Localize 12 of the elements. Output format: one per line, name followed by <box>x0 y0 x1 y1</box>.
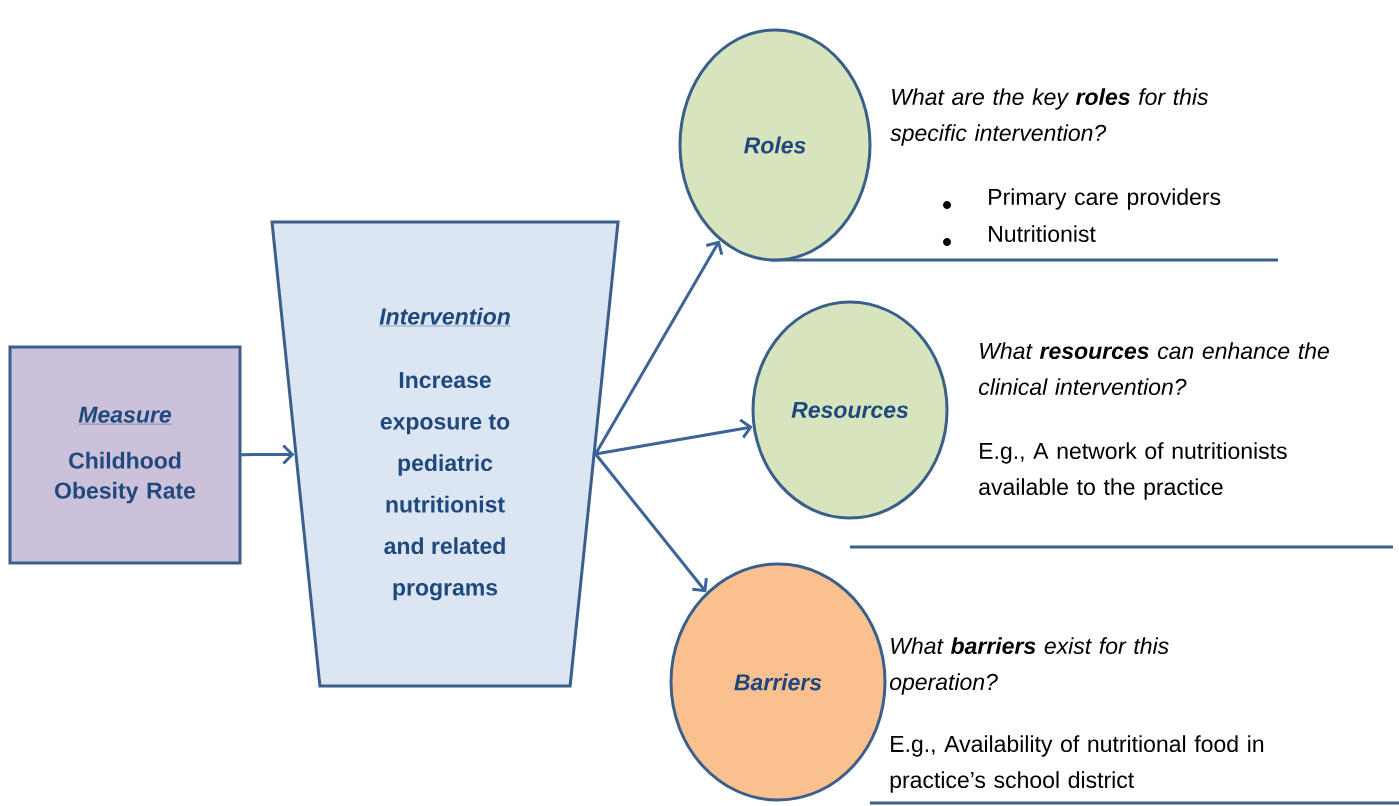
question-text: What are the key roles for this specific intervention? <box>890 88 1208 146</box>
arrow <box>594 418 753 456</box>
arrow <box>240 444 295 465</box>
bullet-item: Primary care providers <box>989 188 1221 210</box>
example-text: E.g., A network of nutritionists available to the practice <box>979 442 1287 500</box>
intervention-trapezoid: Intervention Increase exposure to pediatric nutritionist and related programs <box>270 220 620 688</box>
measure-box: Measure Childhood Obesity Rate <box>8 345 242 565</box>
bullet-item: Nutritionist <box>989 225 1096 243</box>
question-text: What barriers exist for this operation? <box>889 637 1169 695</box>
example-text: E.g., Availability of nutritional food in practice’s school district <box>890 735 1264 793</box>
question-text: What resources can enhance the clinical intervention? <box>978 342 1329 396</box>
arrow <box>594 452 708 593</box>
